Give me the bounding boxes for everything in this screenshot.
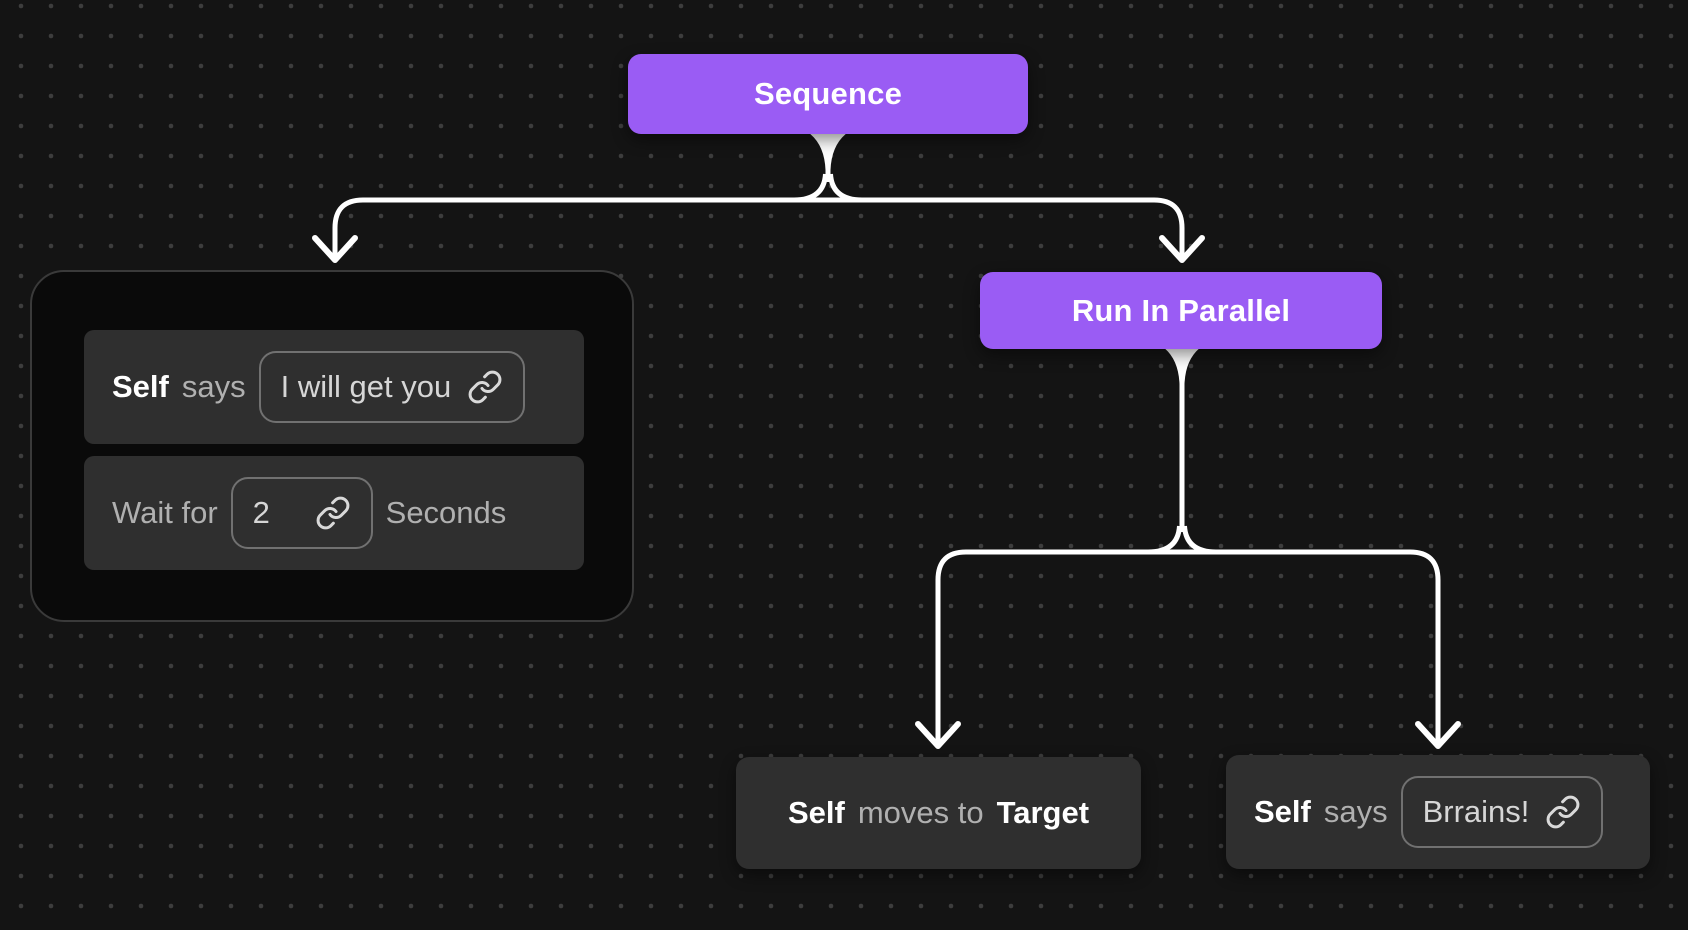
- actor-label: Self: [112, 369, 169, 404]
- output-port-funnel: [1163, 347, 1201, 385]
- arrowhead-to-say: [1415, 721, 1461, 749]
- node-move-action[interactable]: Self moves to Target: [736, 757, 1141, 869]
- say-text-value: Brrains!: [1422, 794, 1530, 829]
- edge-flare-left: [793, 173, 828, 203]
- wait-seconds-input[interactable]: 2: [230, 477, 373, 549]
- edge-parallel-to-children: [915, 347, 1461, 749]
- edge-flare-right: [828, 173, 863, 203]
- node-say-brains-action[interactable]: Self says Brrains!: [1226, 755, 1650, 869]
- node-label: Run In Parallel: [1071, 292, 1291, 328]
- edge-sequence-to-children: [312, 133, 1205, 263]
- say-text-value: I will get you: [280, 369, 452, 404]
- link-icon[interactable]: [315, 495, 351, 531]
- node-sequence[interactable]: Sequence: [628, 54, 1028, 134]
- units-label: Seconds: [385, 495, 507, 530]
- arrowhead-to-parallel: [1159, 235, 1205, 263]
- arrowhead-to-move: [915, 721, 961, 749]
- actor-label: Self: [1254, 794, 1311, 829]
- output-port-funnel: [809, 133, 847, 171]
- wait-seconds-value: 2: [252, 495, 270, 530]
- link-icon[interactable]: [1545, 794, 1581, 830]
- actor-label: Self: [787, 795, 845, 830]
- edge-flare-left: [1147, 525, 1182, 555]
- node-wait-action[interactable]: Wait for 2 Seconds: [84, 456, 584, 570]
- node-label: Sequence: [753, 76, 903, 111]
- target-label: Target: [996, 795, 1090, 830]
- edge-rail: [935, 549, 1441, 742]
- verb-label: says: [181, 369, 246, 404]
- verb-label: says: [1323, 794, 1388, 829]
- link-icon[interactable]: [467, 369, 503, 405]
- say-text-input[interactable]: Brrains!: [1400, 776, 1604, 848]
- verb-label: moves to: [857, 795, 984, 830]
- node-say-action[interactable]: Self says I will get you: [84, 330, 584, 444]
- say-text-input[interactable]: I will get you: [258, 351, 526, 423]
- edge-rail: [332, 197, 1185, 256]
- node-group-container[interactable]: Self says I will get you Wait for 2 Seco…: [30, 270, 634, 622]
- edge-flare-right: [1182, 525, 1217, 555]
- arrowhead-to-group: [312, 235, 358, 263]
- wait-label: Wait for: [112, 495, 218, 530]
- node-run-in-parallel[interactable]: Run In Parallel: [980, 272, 1382, 349]
